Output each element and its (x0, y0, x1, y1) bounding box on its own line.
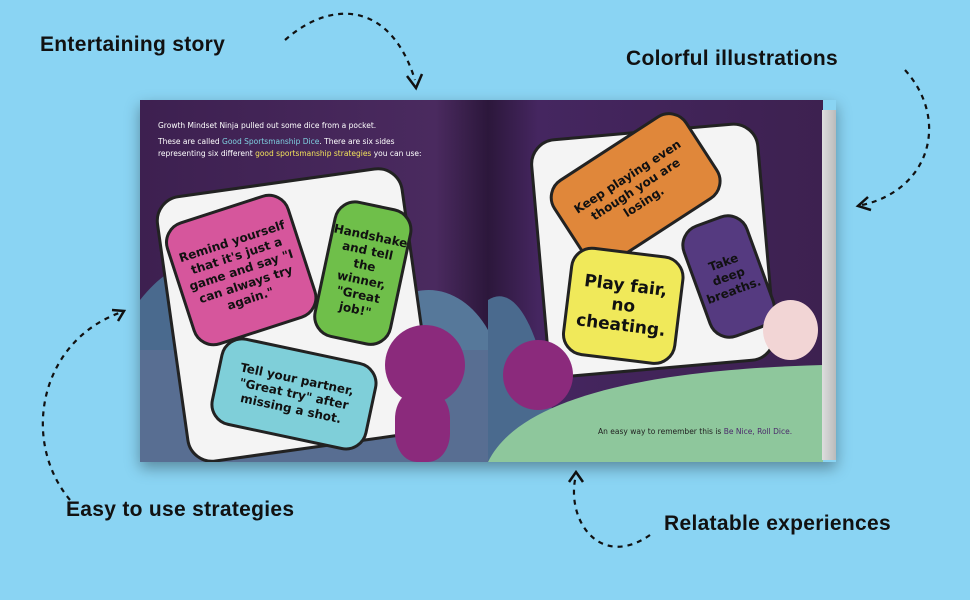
arrow-entertaining (284, 12, 417, 81)
die-face-teal: Tell your partner, "Great try" after mis… (206, 333, 382, 455)
arrow-colorful (861, 69, 931, 207)
die-face-green: Handshake and tell the winner, "Great jo… (309, 196, 417, 350)
left-page: Growth Mindset Ninja pulled out some dic… (140, 100, 488, 462)
caption-text: An easy way to remember this is (598, 427, 724, 436)
callout-relatable-experiences: Relatable experiences (664, 512, 891, 535)
callout-colorful-illustrations: Colorful illustrations (626, 47, 838, 70)
ninja-character-2 (503, 340, 573, 410)
callout-entertaining-story: Entertaining story (40, 33, 226, 56)
callout-easy-strategies: Easy to use strategies (66, 498, 295, 521)
ninja-body (395, 390, 450, 462)
pink-ninja-character (763, 300, 818, 360)
story-line-3c: you can use: (371, 149, 422, 158)
page-edge (822, 110, 836, 460)
strategies-highlight: good sportsmanship strategies (255, 149, 372, 158)
story-line-2a: These are called (158, 137, 223, 146)
die-face-yellow: Play fair, no cheating. (559, 244, 688, 368)
story-line-1: Growth Mindset Ninja pulled out some dic… (158, 121, 377, 130)
right-die: Keep playing even though you are losing.… (527, 103, 783, 380)
be-nice-roll-dice-highlight: Be Nice, Roll Dice. (723, 427, 793, 436)
open-book: Growth Mindset Ninja pulled out some dic… (140, 100, 836, 462)
arrow-easy (41, 310, 123, 501)
bottom-caption: An easy way to remember this is Be Nice,… (598, 427, 792, 436)
die-face-pink: Remind yourself that it's just a game an… (159, 188, 324, 352)
story-line-3a: representing six different (158, 149, 256, 158)
story-line-2c: . There are six sides (319, 137, 395, 146)
story-text: Growth Mindset Ninja pulled out some dic… (158, 120, 478, 160)
good-sportsmanship-dice-highlight: Good Sportsmanship Dice (222, 137, 320, 146)
arrow-relatable (572, 474, 651, 548)
right-page: Keep playing even though you are losing.… (488, 100, 823, 462)
